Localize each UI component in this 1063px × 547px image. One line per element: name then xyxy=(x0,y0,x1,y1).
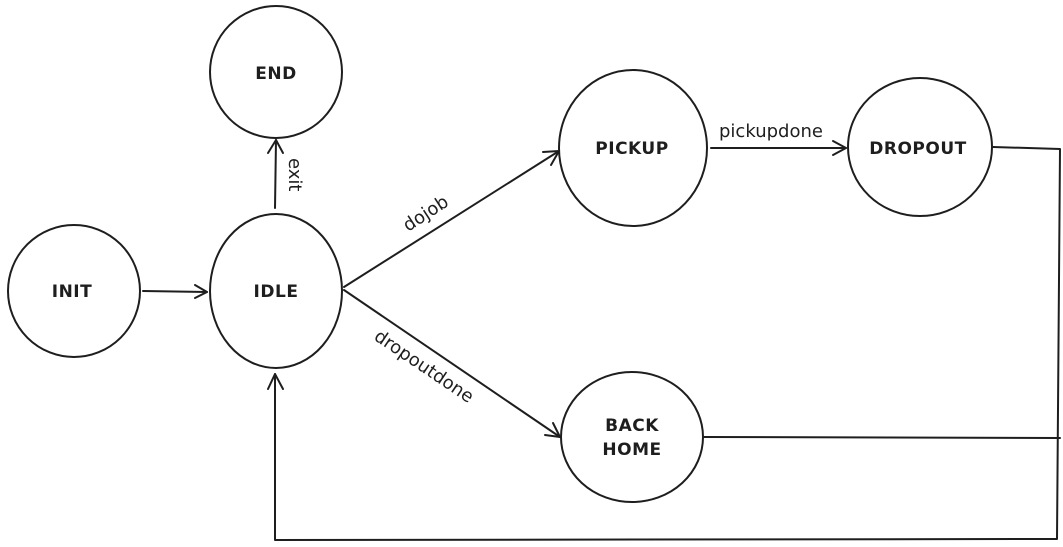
node-dropout[interactable]: DROPOUT xyxy=(847,77,993,217)
edge-pickup-to-dropout: pickupdone xyxy=(710,121,847,156)
edge-label-exit: exit xyxy=(284,158,305,191)
edge-label-pickupdone: pickupdone xyxy=(719,121,823,142)
edge-dropout-to-idle xyxy=(267,146,1061,541)
node-end[interactable]: END xyxy=(209,5,343,139)
edge-backhome-to-idle xyxy=(702,436,1061,439)
node-idle[interactable]: IDLE xyxy=(209,213,343,369)
edge-idle-to-pickup: dojob xyxy=(343,150,560,288)
edge-init-to-idle xyxy=(142,284,208,299)
node-backhome[interactable]: BACK HOME xyxy=(560,371,704,503)
edge-idle-to-backhome: dropoutdone xyxy=(343,289,561,438)
edge-label-dojob: dojob xyxy=(399,191,452,236)
node-init[interactable]: INIT xyxy=(7,224,141,358)
node-backhome-label-line1: BACK xyxy=(605,416,659,436)
node-idle-label: IDLE xyxy=(254,282,299,302)
node-backhome-label-line2: HOME xyxy=(602,440,661,460)
node-dropout-label: DROPOUT xyxy=(869,139,966,159)
edge-idle-to-end: exit xyxy=(267,139,305,209)
node-pickup-label: PICKUP xyxy=(595,139,668,159)
node-init-label: INIT xyxy=(52,282,92,302)
node-pickup[interactable]: PICKUP xyxy=(558,69,708,227)
edge-label-dropoutdone: dropoutdone xyxy=(370,326,477,408)
node-end-label: END xyxy=(255,64,296,84)
